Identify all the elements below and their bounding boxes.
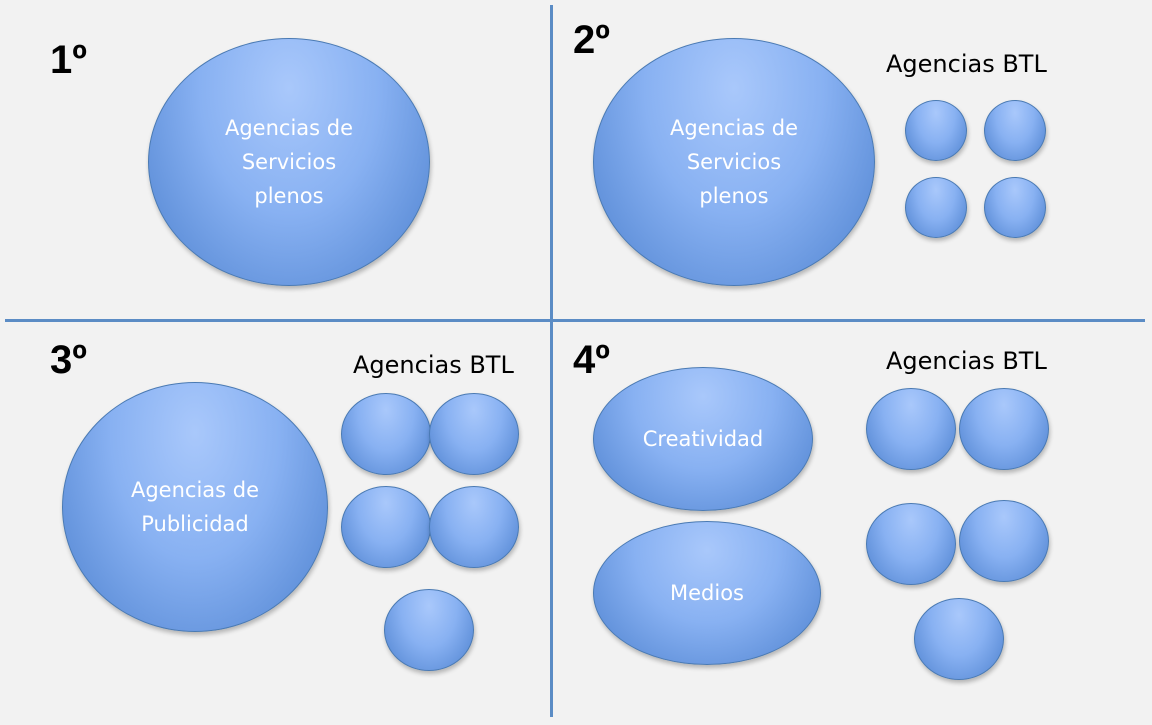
btl-agency-circle [959,388,1049,470]
full-service-agencies-ellipse: Agencias de Servicios plenos [148,38,430,286]
creativity-ellipse: Creatividad [593,367,813,511]
media-label: Medios [670,581,744,605]
media-ellipse: Medios [593,521,821,665]
btl-agency-circle [905,177,967,238]
btl-agency-circle [984,177,1046,238]
quadrant-2-number: 2º [573,18,610,62]
full-service-agencies-label: Agencias de Servicios plenos [669,116,799,208]
btl-agency-circle [959,500,1049,582]
advertising-agencies-label: Agencias de Publicidad [130,478,260,536]
btl-agency-circle [905,100,967,161]
quadrant-3-number: 3º [50,338,87,382]
btl-agency-circle [341,393,431,475]
btl-agency-circle [984,100,1046,161]
full-service-agencies-ellipse: Agencias de Servicios plenos [593,38,875,286]
btl-agency-circle [866,503,956,585]
creativity-label: Creatividad [642,427,764,451]
quadrant-4-number: 4º [573,338,610,382]
vertical-divider [550,5,553,717]
btl-agency-circle [429,393,519,475]
horizontal-divider [5,319,1145,322]
btl-agencies-label: Agencias BTL [353,351,514,379]
btl-agency-circle [341,486,431,568]
btl-agency-circle [384,589,474,671]
btl-agencies-label: Agencias BTL [886,347,1047,375]
full-service-agencies-label: Agencias de Servicios plenos [224,116,354,208]
btl-agency-circle [914,598,1004,680]
advertising-agencies-ellipse: Agencias de Publicidad [62,382,328,632]
btl-agencies-label: Agencias BTL [886,50,1047,78]
btl-agency-circle [866,388,956,470]
btl-agency-circle [429,486,519,568]
quadrant-1-number: 1º [50,38,87,82]
